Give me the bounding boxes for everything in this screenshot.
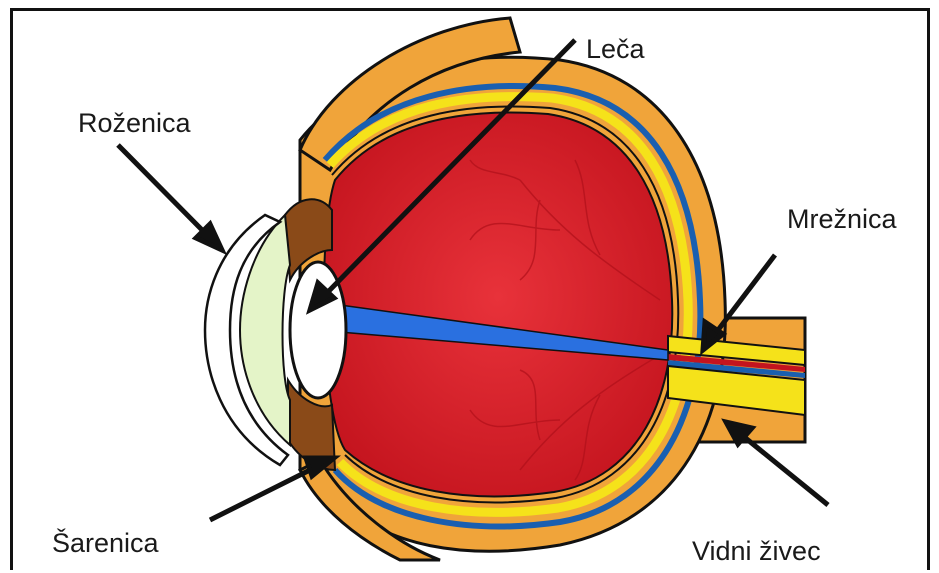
label-iris: Šarenica: [52, 530, 159, 557]
arrow-iris: [210, 465, 320, 520]
vitreous-body: [324, 112, 672, 496]
label-cornea: Roženica: [78, 110, 191, 137]
label-lens: Leča: [586, 36, 645, 63]
arrow-cornea: [118, 145, 210, 238]
label-retina: Mrežnica: [787, 206, 897, 233]
label-optic-nerve: Vidni živec: [692, 538, 821, 565]
